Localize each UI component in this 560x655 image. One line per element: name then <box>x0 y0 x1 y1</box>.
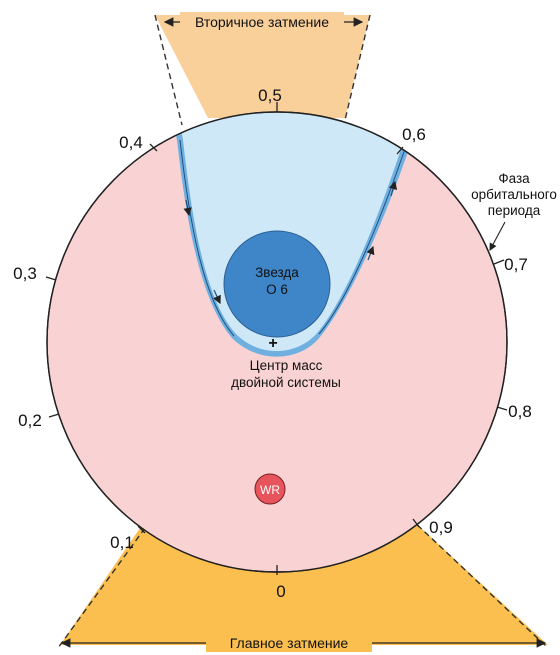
phase-tick-0-6 <box>396 146 404 155</box>
flow-arrow-right <box>388 180 398 197</box>
phase-label-0-6: 0,6 <box>402 125 426 144</box>
phase-label-0: 0 <box>276 582 285 601</box>
phase-tick-0-9 <box>412 518 420 528</box>
phase-label-0-4: 0,4 <box>119 133 143 152</box>
phase-tick-0-1 <box>137 525 146 534</box>
phase-label-0-3: 0,3 <box>13 264 37 283</box>
cone-edge-left <box>154 14 183 126</box>
cone-edge-bottom-left <box>57 527 146 649</box>
phase-tick-0-2 <box>48 413 60 418</box>
wr-star <box>254 473 286 505</box>
center-of-mass-label-line2: двойной системы <box>231 375 341 390</box>
orbital-phase-note-line1: Фаза <box>498 171 530 186</box>
phase-ticks: 0 0,1 0,2 0,3 0,4 0,5 0,6 0,7 0,8 0,9 <box>13 86 532 601</box>
center-of-mass-marker: + <box>268 335 277 352</box>
phase-tick-0-4 <box>149 143 158 152</box>
phase-tick-0-8 <box>496 406 508 411</box>
primary-eclipse-label-bg <box>206 632 372 652</box>
shock-front-right <box>318 139 409 335</box>
flow-arrow-left-2 <box>213 289 221 305</box>
orbital-phase-note-line3: периода <box>488 203 541 218</box>
o-star <box>223 230 331 338</box>
phase-tick-0-3 <box>45 276 57 281</box>
o-star-label-line1: Звезда <box>255 265 299 280</box>
secondary-eclipse-label-bg <box>180 12 344 32</box>
phase-label-0-1: 0,1 <box>110 533 134 552</box>
orbital-phase-arrow <box>489 221 506 251</box>
cone-edge-bottom-right <box>409 517 549 649</box>
primary-eclipse-label: Главное затмение <box>230 635 349 651</box>
center-of-mass-label-line1: Центр масс <box>250 358 323 373</box>
phase-label-0-2: 0,2 <box>18 411 42 430</box>
o-star-label-line2: О 6 <box>266 282 288 297</box>
cone-edge-right <box>344 14 371 121</box>
orbital-phase-note-line2: орбитального <box>471 187 557 202</box>
secondary-eclipse-cone <box>155 15 370 118</box>
phase-label-0-7: 0,7 <box>504 255 528 274</box>
wr-star-label: WR <box>260 483 280 497</box>
phase-label-0-8: 0,8 <box>508 402 532 421</box>
phase-label-0-9: 0,9 <box>429 518 453 537</box>
secondary-eclipse-label: Вторичное затмение <box>195 14 329 30</box>
flow-arrow-right-2 <box>366 245 375 261</box>
phase-label-0-5: 0,5 <box>258 86 282 105</box>
shock-front-left <box>179 139 235 337</box>
flow-arrow-left <box>183 199 192 217</box>
phase-tick-0-7 <box>493 259 505 265</box>
